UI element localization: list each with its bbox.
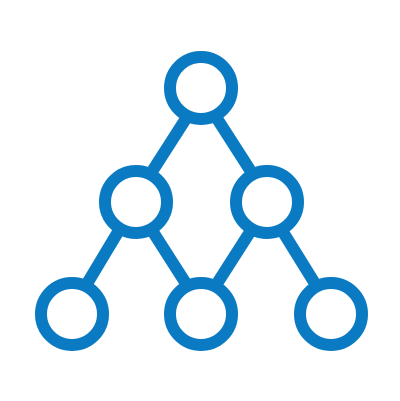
- connector-line: [147, 228, 191, 286]
- node-circle-mid-left: [99, 165, 173, 239]
- connector-line: [210, 113, 256, 174]
- node-circles: [35, 51, 368, 351]
- node-circle-bottom-center: [164, 277, 238, 351]
- connector-line: [82, 228, 124, 286]
- connector-lines: [82, 113, 320, 286]
- node-circle-mid-right: [230, 165, 304, 239]
- node-circle-bottom-right: [294, 277, 368, 351]
- node-circle-bottom-left: [35, 277, 109, 351]
- connector-line: [212, 228, 256, 286]
- node-circle-top: [164, 51, 238, 125]
- connector-line: [147, 113, 193, 174]
- connector-line: [277, 228, 320, 286]
